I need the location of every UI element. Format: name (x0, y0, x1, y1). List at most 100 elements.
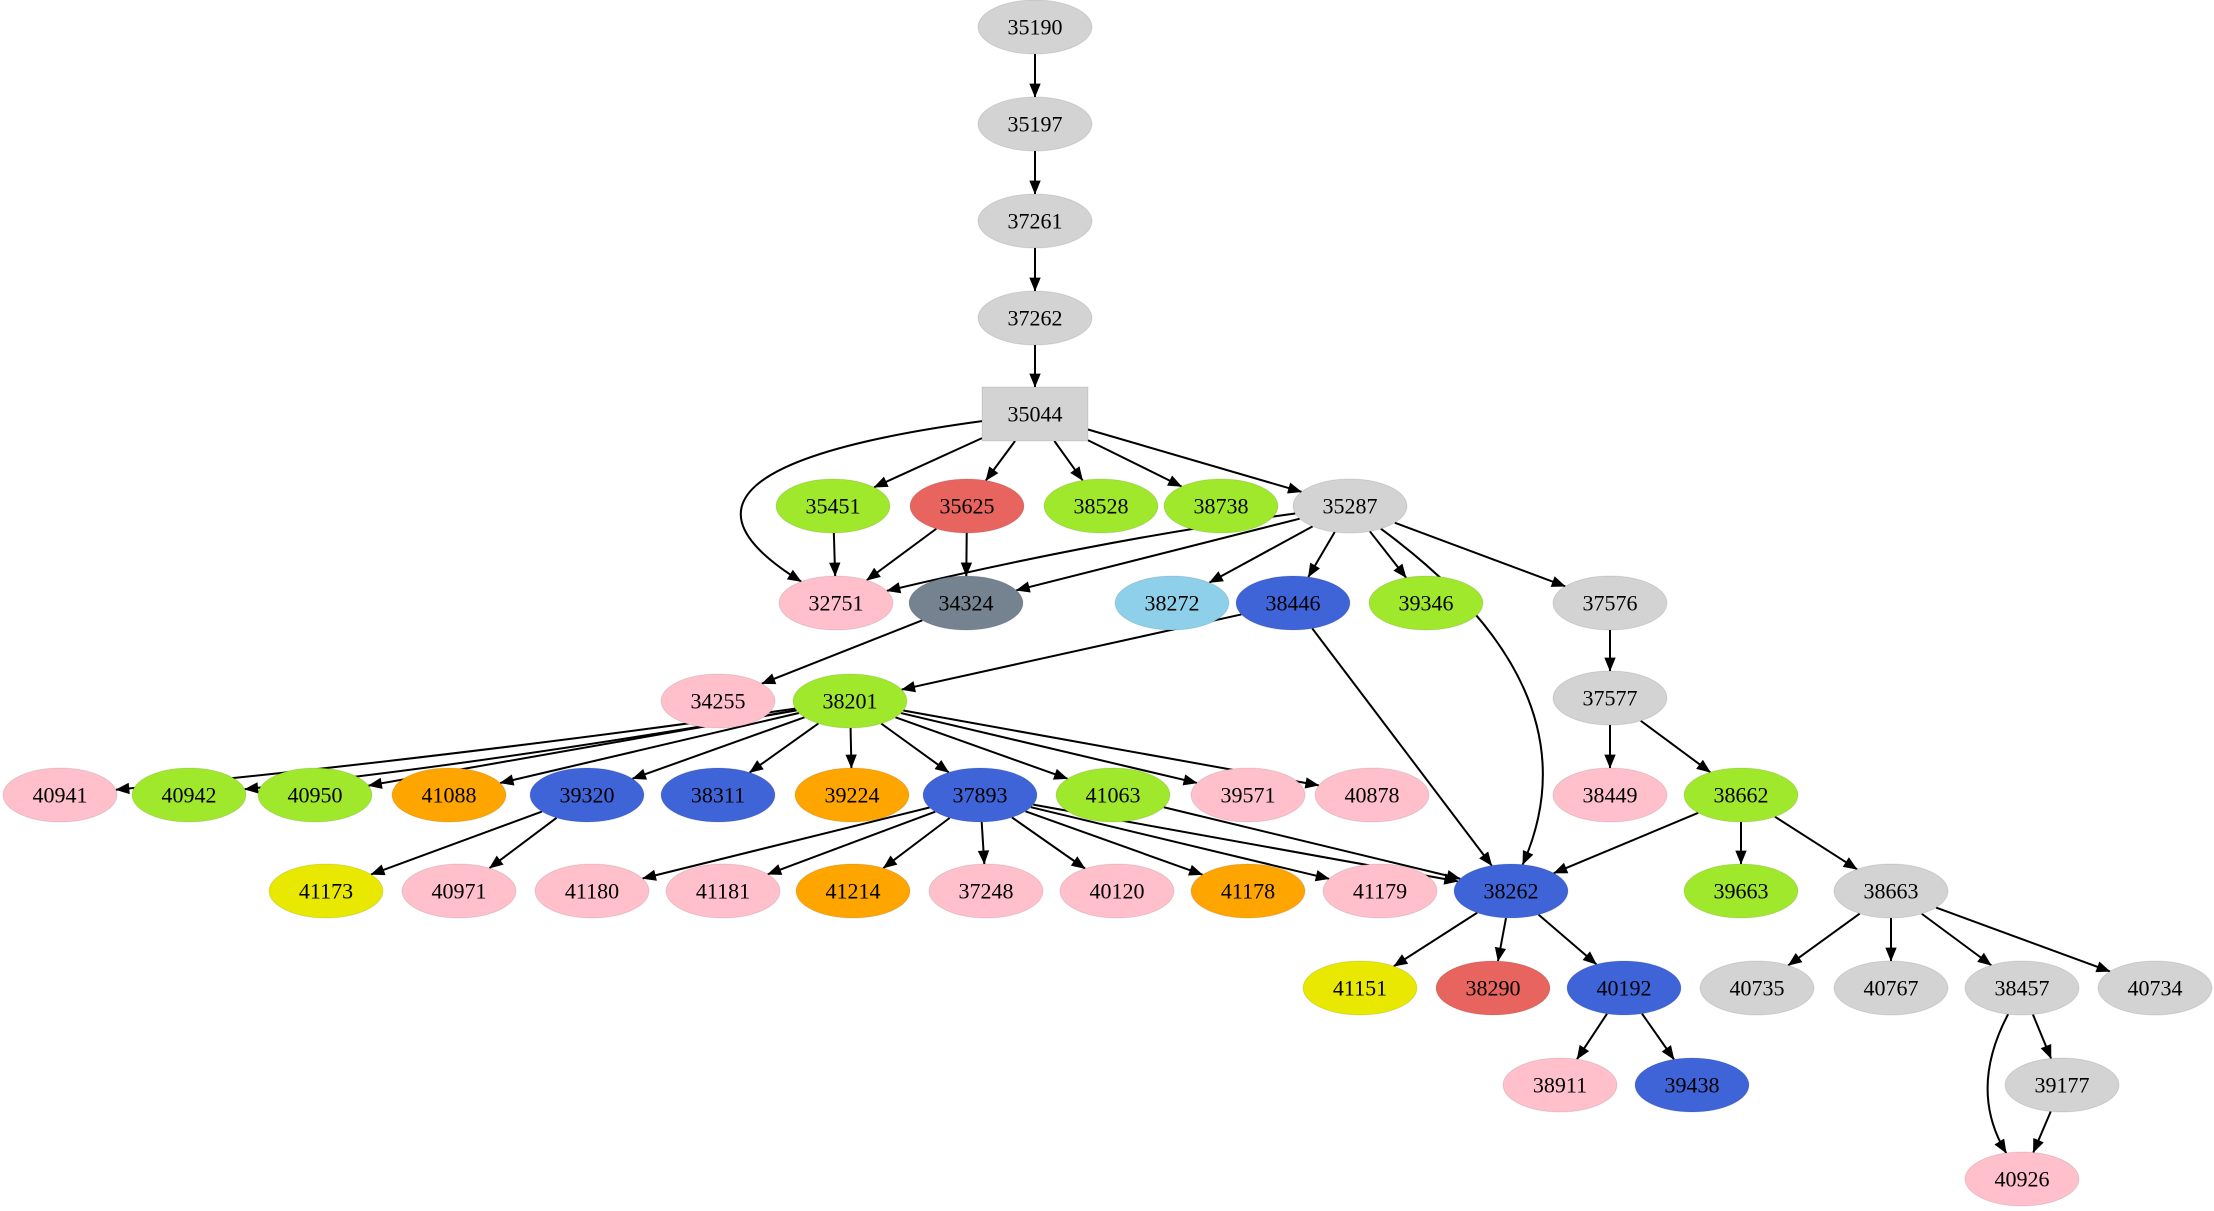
edge-38446-38262 (1311, 627, 1493, 867)
node-40878: 40878 (1314, 767, 1430, 823)
node-label-38272: 38272 (1145, 591, 1200, 616)
node-ellipse-35287 (1292, 478, 1408, 534)
node-label-37577: 37577 (1583, 686, 1638, 711)
node-ellipse-37576 (1552, 575, 1668, 631)
edge-37893-41178 (1025, 810, 1204, 876)
node-40926: 40926 (1964, 1151, 2080, 1207)
edge-41063-38262 (1163, 806, 1461, 882)
node-ellipse-41173 (268, 863, 384, 919)
node-39177: 39177 (2004, 1057, 2120, 1113)
node-41214: 41214 (795, 863, 911, 919)
edge-38201-37893 (880, 722, 950, 774)
node-41173: 41173 (268, 863, 384, 919)
node-label-38449: 38449 (1583, 783, 1638, 808)
node-label-38457: 38457 (1995, 976, 2050, 1001)
node-ellipse-41180 (534, 863, 650, 919)
node-ellipse-38457 (1964, 960, 2080, 1016)
node-label-40734: 40734 (2128, 976, 2183, 1001)
node-38262: 38262 (1453, 863, 1569, 919)
edge-37577-38662 (1640, 719, 1711, 774)
node-35287: 35287 (1292, 478, 1408, 534)
node-ellipse-35190 (977, 0, 1093, 55)
node-ellipse-37261 (977, 193, 1093, 249)
node-label-38738: 38738 (1194, 494, 1249, 519)
node-40192: 40192 (1566, 960, 1682, 1016)
node-ellipse-41178 (1190, 863, 1306, 919)
node-ellipse-40941 (2, 767, 118, 823)
edge-38201-39224 (845, 727, 857, 769)
node-label-35287: 35287 (1323, 494, 1378, 519)
node-38528: 38528 (1043, 478, 1159, 534)
node-40971: 40971 (401, 863, 517, 919)
node-label-35451: 35451 (806, 494, 861, 519)
node-35044: 35044 (981, 386, 1089, 442)
node-label-37248: 37248 (959, 879, 1014, 904)
edge-37893-37248 (977, 821, 990, 865)
node-ellipse-40950 (257, 767, 373, 823)
node-ellipse-41088 (391, 767, 507, 823)
node-38663: 38663 (1833, 863, 1949, 919)
node-ellipse-38262 (1453, 863, 1569, 919)
node-label-40942: 40942 (162, 783, 217, 808)
node-label-41181: 41181 (696, 879, 750, 904)
node-ellipse-40971 (401, 863, 517, 919)
node-label-41179: 41179 (1353, 879, 1407, 904)
node-38201: 38201 (792, 673, 908, 729)
node-label-39320: 39320 (560, 783, 615, 808)
edge-38262-40192 (1537, 913, 1598, 966)
edge-35287-38272 (1208, 525, 1314, 584)
node-ellipse-32751 (778, 575, 894, 631)
node-37576: 37576 (1552, 575, 1668, 631)
node-41181: 41181 (665, 863, 781, 919)
node-label-37261: 37261 (1008, 209, 1063, 234)
node-label-40926: 40926 (1995, 1167, 2050, 1192)
node-label-39224: 39224 (825, 783, 880, 808)
node-40735: 40735 (1699, 960, 1815, 1016)
edge-38662-38262 (1553, 811, 1699, 875)
node-39346: 39346 (1368, 575, 1484, 631)
edge-35044-35625 (985, 440, 1016, 482)
node-41151: 41151 (1302, 960, 1418, 1016)
edge-35044-35451 (873, 437, 983, 489)
node-ellipse-39177 (2004, 1057, 2120, 1113)
node-34324: 34324 (908, 575, 1024, 631)
node-ellipse-39346 (1368, 575, 1484, 631)
node-41178: 41178 (1190, 863, 1306, 919)
edge-37893-40120 (1011, 816, 1086, 870)
node-35197: 35197 (977, 96, 1093, 152)
node-39571: 39571 (1190, 767, 1306, 823)
node-ellipse-38272 (1114, 575, 1230, 631)
node-35190: 35190 (977, 0, 1093, 55)
node-41063: 41063 (1055, 767, 1171, 823)
edge-38457-40926 (1986, 1013, 2010, 1154)
node-ellipse-35625 (909, 478, 1025, 534)
node-label-39663: 39663 (1714, 879, 1769, 904)
edge-37893-41180 (642, 806, 930, 881)
node-37248: 37248 (928, 863, 1044, 919)
node-label-38662: 38662 (1714, 783, 1769, 808)
node-41088: 41088 (391, 767, 507, 823)
edge-37893-41179 (1030, 806, 1330, 882)
node-label-40941: 40941 (33, 783, 88, 808)
edge-35044-38528 (1053, 440, 1084, 482)
node-label-39177: 39177 (2035, 1073, 2090, 1098)
edge-38201-38311 (748, 722, 820, 774)
node-ellipse-40734 (2097, 960, 2213, 1016)
node-ellipse-34255 (660, 673, 776, 729)
node-38446: 38446 (1235, 575, 1351, 631)
node-ellipse-40942 (131, 767, 247, 823)
node-ellipse-38528 (1043, 478, 1159, 534)
node-ellipse-39224 (794, 767, 910, 823)
edge-38201-39320 (631, 716, 805, 780)
node-40734: 40734 (2097, 960, 2213, 1016)
node-ellipse-40878 (1314, 767, 1430, 823)
node-label-32751: 32751 (809, 591, 864, 616)
node-40941: 40941 (2, 767, 118, 823)
node-label-41173: 41173 (299, 879, 353, 904)
node-label-38663: 38663 (1864, 879, 1919, 904)
node-37261: 37261 (977, 193, 1093, 249)
node-41180: 41180 (534, 863, 650, 919)
node-label-39571: 39571 (1221, 783, 1276, 808)
